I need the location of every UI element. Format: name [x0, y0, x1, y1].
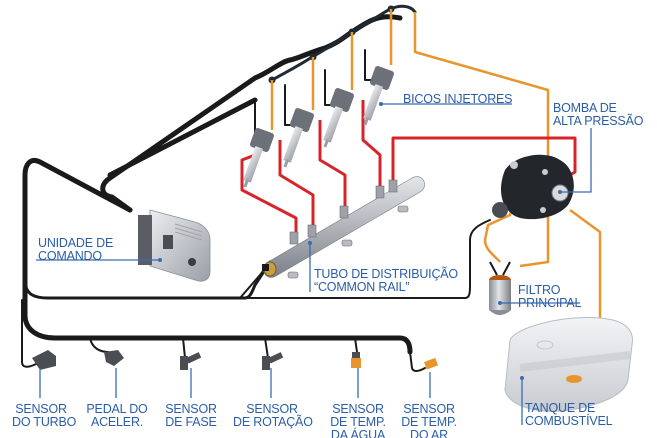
sensor-turbo-body	[32, 350, 56, 370]
label-sensor-turbo: SENSOR DO TURBO	[12, 402, 77, 429]
ecu-unit	[138, 209, 211, 282]
injector-4	[363, 66, 394, 126]
wiring-harness	[21, 14, 491, 372]
leader-pump	[560, 128, 592, 193]
injector-2	[283, 108, 314, 168]
fuel-filter	[489, 261, 511, 315]
sensor-phase-body	[180, 352, 202, 370]
injector-3	[323, 88, 354, 148]
injector-1	[243, 128, 274, 188]
sensor-pedal-body	[104, 350, 124, 366]
label-fuel-tank: TANQUE DE COMBUSTÍVEL	[525, 401, 613, 428]
label-sensor-phase: SENSOR DE FASE	[165, 402, 217, 429]
label-fuel-filter: FILTRO PRINCIPAL	[518, 283, 582, 310]
label-accelerator-pedal: PEDAL DO ACELER.	[86, 402, 148, 429]
sensor-air-temp-body	[424, 357, 439, 370]
label-high-pressure-pump: BOMBA DE ALTA PRESSÃO	[553, 101, 644, 128]
label-common-rail: TUBO DE DISTRIBUIÇÃO “COMMON RAIL”	[314, 267, 458, 294]
label-sensor-rotation: SENSOR DE ROTAÇÃO	[233, 402, 313, 429]
high-pressure-pump	[492, 154, 574, 220]
leader-lines	[36, 103, 592, 425]
harness-ecu-lower	[23, 260, 272, 300]
label-injectors: BICOS INJETORES	[403, 92, 513, 106]
harness-main	[100, 14, 403, 213]
harness-upper-branch	[107, 97, 258, 178]
harness-to-pump	[244, 219, 491, 299]
label-sensor-air-temp: SENSOR DE TEMP. DO AR	[401, 402, 457, 438]
injectors	[243, 66, 394, 188]
sensor-rotation-body	[262, 352, 284, 370]
common-rail	[262, 176, 425, 279]
sensor-water-temp-body	[351, 352, 361, 368]
label-ecu: UNIDADE DE COMANDO	[38, 236, 114, 263]
low-pressure-lines	[270, 9, 602, 377]
sensors	[32, 350, 439, 370]
harness-left-loop	[22, 158, 413, 355]
label-sensor-water-temp: SENSOR DE TEMP. DA ÁGUA	[330, 402, 386, 438]
fuel-tank	[504, 317, 634, 412]
